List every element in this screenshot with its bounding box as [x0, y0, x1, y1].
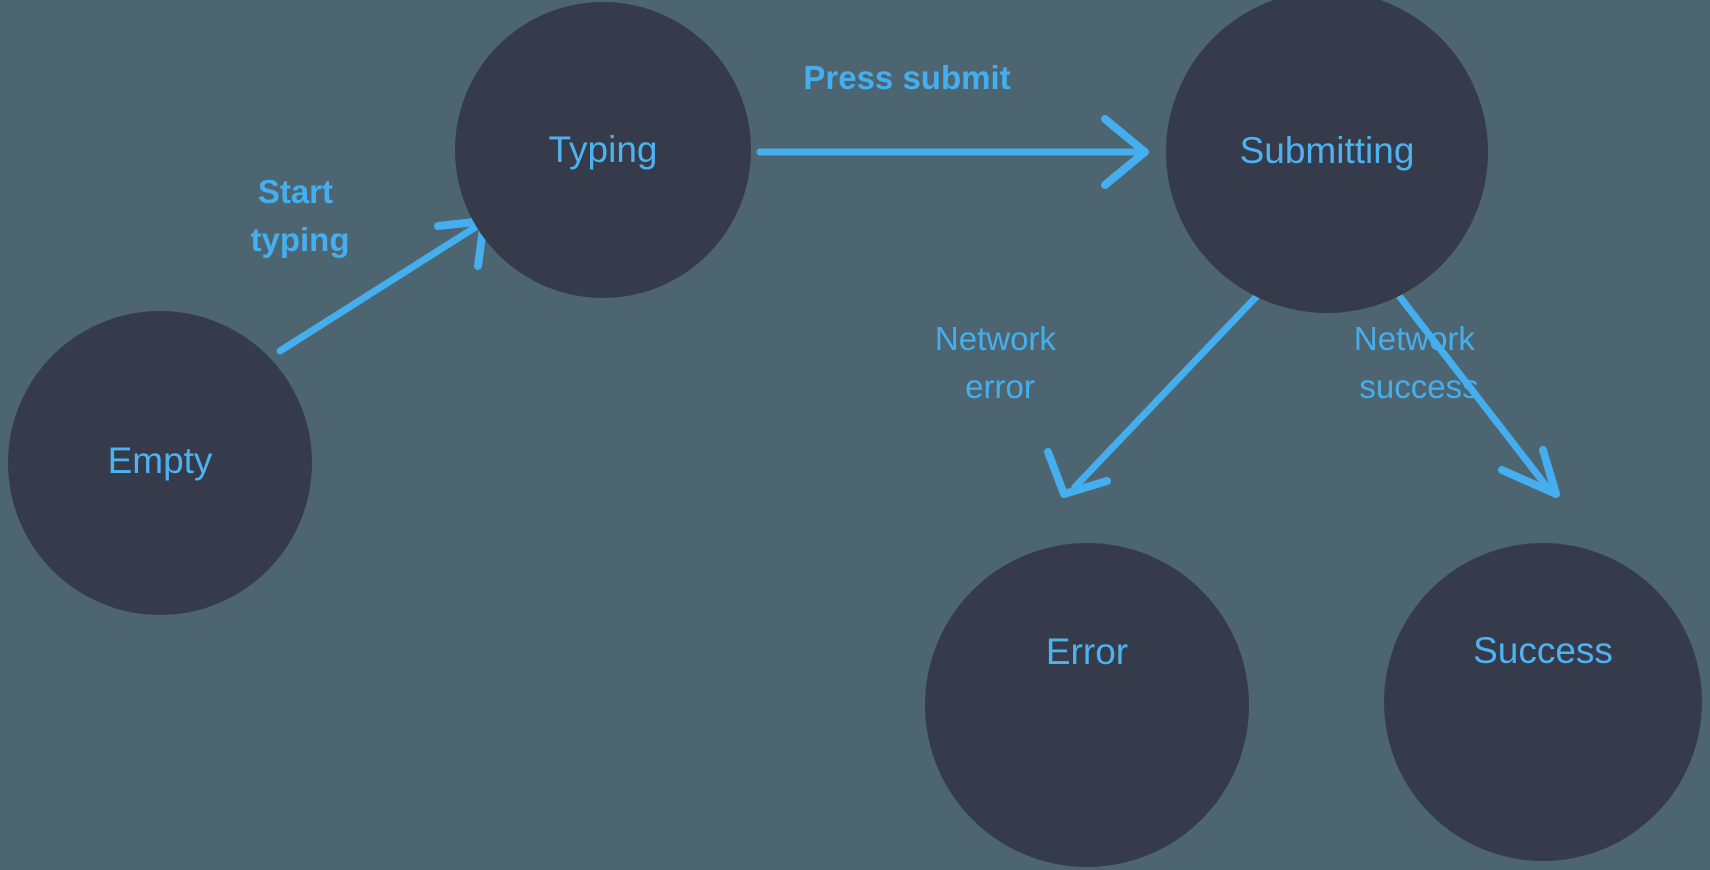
transition-label-press-submit-line-1: Press submit: [803, 59, 1010, 96]
state-node-typing-label: Typing: [548, 129, 657, 170]
transition-start-typing-line: [276, 219, 486, 355]
transition-label-network-success-line-1: Network: [1354, 320, 1476, 357]
state-node-submitting-circle: [1166, 0, 1488, 313]
transition-network-error[interactable]: [1044, 293, 1260, 498]
state-node-typing-circle: [455, 2, 751, 298]
transition-network-success-line: [1396, 293, 1551, 491]
state-node-success-label: Success: [1473, 630, 1613, 671]
state-node-submitting[interactable]: Submitting: [1166, 0, 1488, 313]
state-node-success[interactable]: Success: [1384, 543, 1702, 861]
transition-label-network-error-line-2: error: [965, 368, 1035, 405]
transition-label-network-success-line-2: success: [1359, 368, 1478, 405]
transition-label-network-error: Network error: [935, 320, 1065, 405]
transition-network-error-arrowhead: [1044, 448, 1111, 498]
transition-network-success-arrowhead: [1498, 446, 1560, 498]
state-node-typing[interactable]: Typing: [455, 2, 751, 298]
state-node-empty[interactable]: Empty: [8, 311, 312, 615]
transition-label-start-typing-line-2: typing: [251, 221, 350, 258]
state-node-success-circle: [1384, 543, 1702, 861]
transition-press-submit[interactable]: [756, 115, 1149, 189]
transition-label-network-success: Network success: [1354, 320, 1484, 405]
state-node-submitting-label: Submitting: [1240, 130, 1415, 171]
state-node-empty-circle: [8, 311, 312, 615]
transition-network-error-line: [1071, 293, 1260, 491]
transition-label-press-submit: Press submit: [803, 59, 1010, 96]
state-node-error-circle: [925, 543, 1249, 867]
state-node-error[interactable]: Error: [925, 543, 1249, 867]
transition-press-submit-arrowhead: [1101, 115, 1149, 189]
transition-label-start-typing: Start typing: [251, 173, 350, 258]
transition-label-start-typing-line-1: Start: [258, 173, 333, 210]
transition-network-success[interactable]: [1396, 293, 1560, 498]
state-node-error-label: Error: [1046, 631, 1128, 672]
transition-label-network-error-line-1: Network: [935, 320, 1057, 357]
state-node-empty-label: Empty: [108, 440, 213, 481]
